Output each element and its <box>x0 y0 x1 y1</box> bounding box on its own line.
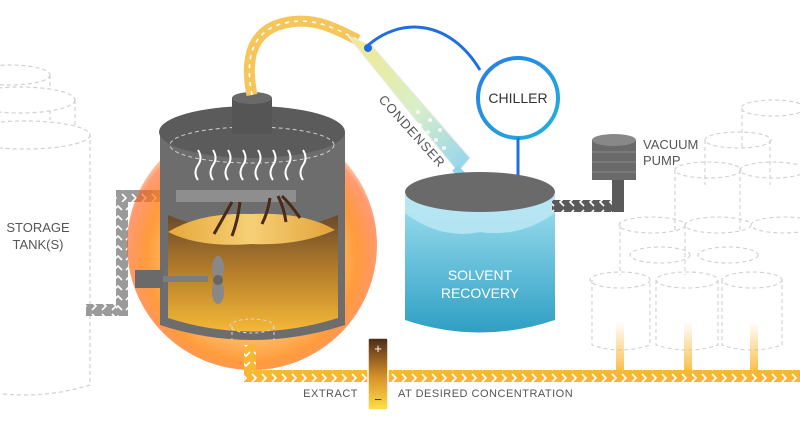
solvent-label-line1: SOLVENT <box>448 267 513 283</box>
concentration-label: AT DESIRED CONCENTRATION <box>398 388 573 400</box>
storage-label-line1: STORAGE <box>6 220 70 235</box>
vessel-liquid <box>168 215 338 332</box>
extraction-vessel <box>127 92 377 370</box>
vapor-pipe <box>243 15 361 97</box>
solvent-label-line2: RECOVERY <box>441 285 520 301</box>
vessel-port-top <box>232 92 272 104</box>
condenser-droplets <box>408 110 446 150</box>
storage-label-line2: TANK(S) <box>12 237 63 252</box>
solvent-recovery-tank <box>405 172 555 333</box>
vacuum-body <box>592 140 636 180</box>
gauge-plus: + <box>374 341 382 356</box>
extract-pipe <box>244 345 800 382</box>
collection-feeds <box>616 322 758 372</box>
chevron-arrow-icon <box>116 196 128 316</box>
chevron-arrow-icon <box>86 304 122 316</box>
propeller-icon <box>212 256 224 304</box>
spray-arm <box>176 190 296 202</box>
chevron-arrow-icon <box>244 370 800 382</box>
storage-tank-top <box>0 120 91 150</box>
condenser-tube <box>347 35 471 173</box>
liquid-surface <box>168 213 335 245</box>
ghost-tank-top <box>0 64 51 86</box>
vacuum-pipe <box>612 176 624 212</box>
chevron-arrow-icon <box>244 345 256 375</box>
vacuum-pump <box>592 134 636 180</box>
concentration-gauge-icon: + − <box>367 337 389 411</box>
chiller-connector <box>364 44 372 52</box>
storage-tank-body <box>0 135 91 396</box>
solvent-tank-lid <box>405 172 555 212</box>
vacuum-label-line1: VACUUM <box>643 137 698 152</box>
condenser <box>347 35 481 195</box>
spray-jets <box>212 194 302 237</box>
gauge-minus: − <box>374 392 382 407</box>
chevron-arrow-icon <box>552 200 624 212</box>
ghost-tank-top <box>0 86 76 114</box>
chiller-line-top <box>363 25 482 71</box>
extract-label: EXTRACT <box>303 388 358 400</box>
vacuum-label-line2: PUMP <box>643 153 681 168</box>
chevron-arrow-icon <box>248 20 359 96</box>
storage-tanks-group <box>0 64 91 396</box>
agitator-shaft <box>163 276 208 282</box>
chiller-label: CHILLER <box>488 90 547 106</box>
feed-pipe <box>86 190 176 316</box>
agitator-motor <box>135 270 163 288</box>
steam-icon <box>194 149 307 181</box>
